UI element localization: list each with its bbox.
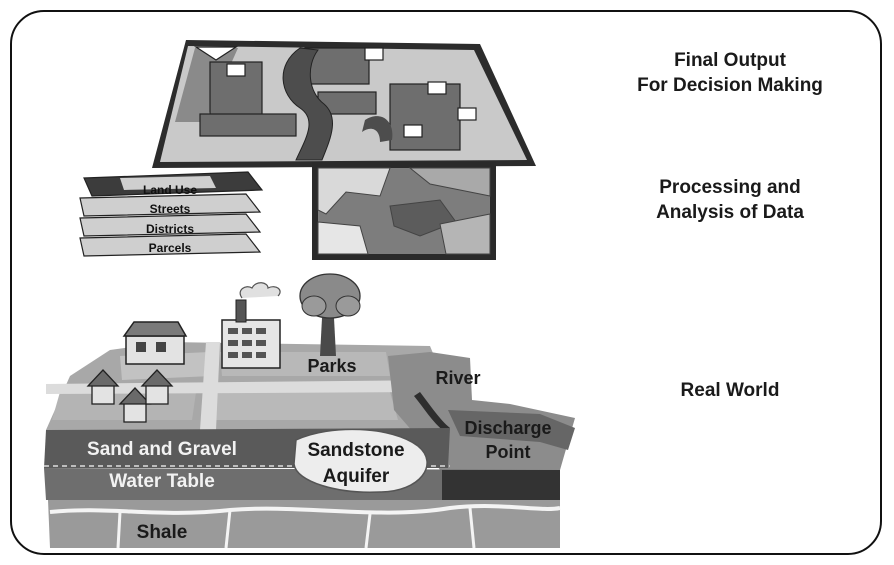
label-processing-line1: Processing and (659, 177, 801, 198)
label-discharge-line2: Point (486, 442, 531, 462)
label-processing-line2: Analysis of Data (656, 202, 804, 223)
label-real-world: Real World (680, 380, 780, 401)
label-final-output-line2: For Decision Making (637, 75, 823, 96)
label-parks: Parks (307, 356, 356, 376)
layer-label-districts: Districts (146, 222, 194, 236)
diagram-frame (10, 10, 882, 555)
label-sandstone: Sandstone (307, 440, 404, 461)
data-layer-stack (79, 171, 264, 257)
layer-label-streets: Streets (150, 202, 191, 216)
label-water-table: Water Table (109, 471, 215, 492)
label-aquifer: Aquifer (323, 466, 390, 487)
label-shale: Shale (137, 522, 188, 543)
label-sand-gravel: Sand and Gravel (87, 439, 237, 460)
factory (221, 282, 281, 369)
layer-label-land-use: Land Use (143, 183, 197, 197)
houses (86, 321, 188, 423)
layer-label-parcels: Parcels (149, 241, 192, 255)
label-processing-analysis: Processing and Analysis of Data (598, 175, 862, 225)
real-world-scene (44, 273, 575, 549)
scene-labels: Parks River Discharge Point Sand and Gra… (87, 356, 552, 543)
analysis-map (312, 162, 496, 260)
label-final-output: Final Output For Decision Making (598, 48, 862, 98)
park-tree (299, 273, 361, 356)
final-output-map (152, 40, 536, 168)
layer-labels: Land Use Streets Districts Parcels (143, 183, 197, 255)
label-river: River (435, 368, 480, 388)
label-final-output-line1: Final Output (674, 50, 786, 71)
label-discharge-line1: Discharge (464, 418, 551, 438)
